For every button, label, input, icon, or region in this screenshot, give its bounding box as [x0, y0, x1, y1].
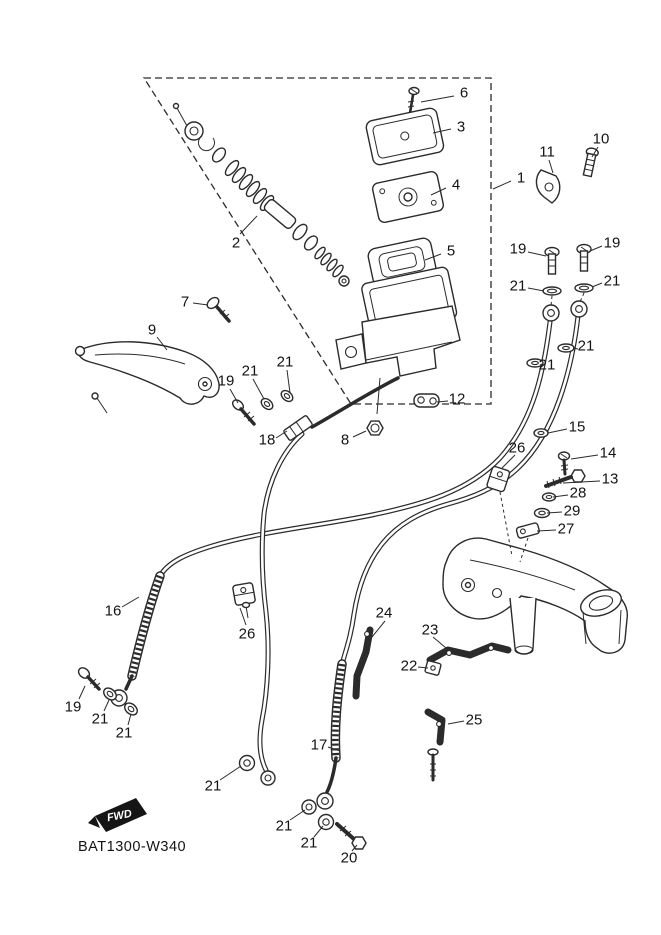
- nut-8: [366, 420, 384, 436]
- part-callout-27: 27: [557, 520, 575, 538]
- fwd-flag: FWD: [88, 798, 147, 832]
- bottom-fasteners: [238, 754, 367, 850]
- part-callout-3: 3: [456, 118, 466, 136]
- part-callout-23: 23: [421, 621, 439, 639]
- part-callout-21-g: 21: [91, 710, 109, 728]
- plate-27: [515, 522, 540, 539]
- part-callout-15: 15: [568, 418, 586, 436]
- part-callout-22: 22: [400, 657, 418, 675]
- part-callout-18: 18: [258, 431, 276, 449]
- bracket-25: [424, 708, 446, 782]
- part-callout-16: 16: [104, 602, 122, 620]
- brake-hoses: [110, 313, 581, 810]
- part-callout-26-b: 26: [238, 625, 256, 643]
- assembly-dashed-box: [142, 77, 492, 405]
- diaphragm-plate: [371, 170, 445, 224]
- part-callout-19-b: 19: [603, 234, 621, 252]
- part-callout-8: 8: [340, 431, 350, 449]
- diagram-code: BAT1300-W340: [78, 839, 186, 855]
- part-callout-21-c: 21: [276, 353, 294, 371]
- piston-kit: [172, 102, 350, 287]
- triple-clamp: [442, 491, 629, 655]
- part-callout-7: 7: [180, 293, 190, 311]
- hose-clamp-26-upper: [486, 465, 511, 493]
- part-callout-21-i: 21: [204, 777, 222, 795]
- part-callout-20: 20: [340, 849, 358, 867]
- part-callout-24: 24: [375, 604, 393, 622]
- part-callout-21-h: 21: [115, 724, 133, 742]
- screw-14: [557, 451, 571, 476]
- part-callout-10: 10: [592, 130, 610, 148]
- part-callout-21-b: 21: [603, 272, 621, 290]
- master-cylinder-body: [335, 266, 461, 415]
- washer-15: [533, 428, 549, 438]
- part-callout-11: 11: [539, 143, 555, 161]
- part-callout-21-a: 21: [509, 277, 527, 295]
- banjo-bolts-washers: [526, 243, 594, 368]
- part-callout-25: 25: [465, 711, 483, 729]
- bolt-10: [582, 147, 599, 178]
- clip-22: [424, 660, 442, 676]
- part-callout-19-d: 19: [64, 698, 82, 716]
- part-callout-21-j: 21: [275, 817, 293, 835]
- part-callout-21-d: 21: [241, 362, 259, 380]
- screw-7: [206, 296, 231, 323]
- part-callout-6: 6: [459, 84, 469, 102]
- bracket-24: [352, 626, 374, 700]
- hose-clamp-26-lower: [232, 582, 256, 619]
- part-callout-2: 2: [231, 234, 241, 252]
- lever-bolt-washers: [231, 389, 294, 426]
- hose-fitting-18: [283, 415, 313, 441]
- fwd-label: FWD: [106, 808, 133, 825]
- part-callout-12: 12: [448, 390, 466, 408]
- part-callout-29: 29: [563, 502, 581, 520]
- brake-lever: [74, 341, 220, 414]
- leader-lines: [78, 95, 603, 852]
- reservoir-cap-screw: [407, 86, 420, 115]
- union-12: [413, 393, 440, 408]
- part-callout-5: 5: [446, 242, 456, 260]
- part-callout-21-f: 21: [538, 356, 556, 374]
- part-callout-26-a: 26: [508, 439, 526, 457]
- handlebar-clamp-11: [535, 169, 561, 204]
- part-callout-21-e: 21: [577, 337, 595, 355]
- reservoir-cap: [365, 107, 445, 166]
- part-callout-28: 28: [569, 484, 587, 502]
- part-callout-19-a: 19: [509, 240, 527, 258]
- bracket-23: [426, 642, 512, 664]
- part-callout-17: 17: [310, 736, 328, 754]
- part-callout-1: 1: [516, 169, 526, 187]
- part-callout-13: 13: [601, 470, 619, 488]
- lower-left-fasteners: [77, 667, 138, 716]
- part-callout-21-k: 21: [300, 834, 318, 852]
- part-callout-19-c: 19: [217, 372, 235, 390]
- part-callout-9: 9: [147, 321, 157, 339]
- part-callout-14: 14: [599, 444, 617, 462]
- part-callout-4: 4: [451, 176, 461, 194]
